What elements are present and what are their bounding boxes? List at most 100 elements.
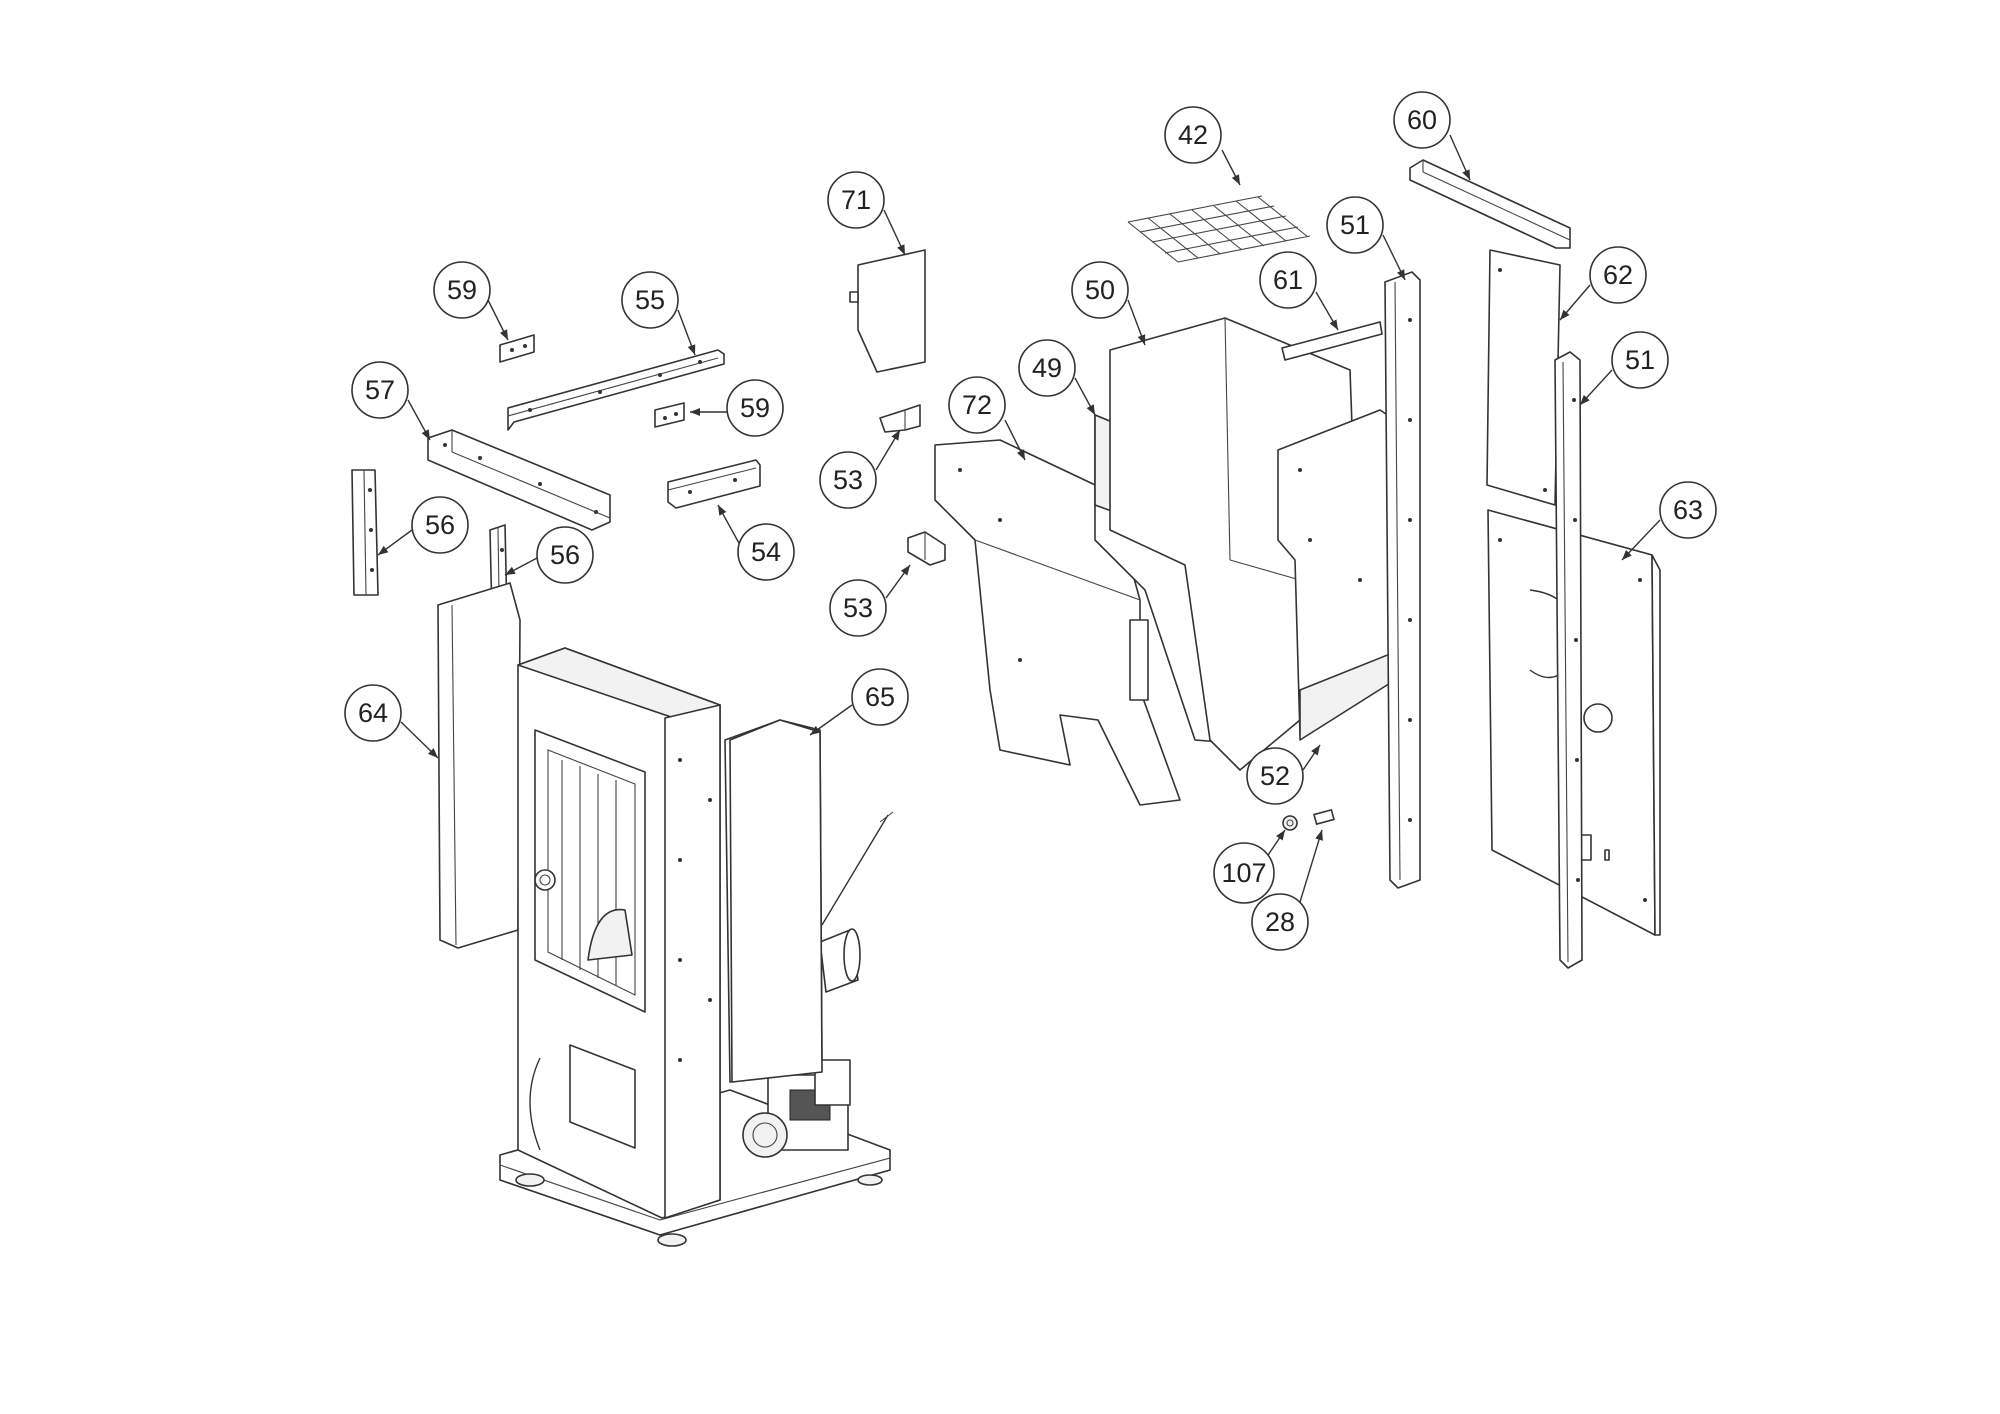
leader-arrowhead <box>1276 830 1285 841</box>
callout-bubble <box>819 451 877 509</box>
callout-number: 53 <box>843 593 873 623</box>
callout-number: 63 <box>1673 495 1703 525</box>
callout-bubble <box>829 579 887 637</box>
callout-number: 59 <box>740 393 770 423</box>
callout-49: 49 <box>1018 339 1096 416</box>
callout-56: 56 <box>377 496 469 556</box>
callout-bubble <box>1589 246 1647 304</box>
leader-arrowhead <box>1622 549 1632 560</box>
callout-60: 60 <box>1393 91 1471 181</box>
leader-arrowhead <box>897 244 905 255</box>
callout-59: 59 <box>433 261 509 341</box>
leader-arrowhead <box>1086 404 1095 415</box>
callout-number: 28 <box>1265 907 1295 937</box>
callout-72: 72 <box>948 376 1026 461</box>
callout-number: 57 <box>365 375 395 405</box>
callout-bubble <box>433 261 491 319</box>
callout-59: 59 <box>690 379 784 437</box>
callout-number: 49 <box>1032 353 1062 383</box>
leader-arrowhead <box>1462 169 1470 180</box>
callout-56: 56 <box>504 526 594 584</box>
callout-number: 65 <box>865 682 895 712</box>
callout-bubble <box>1611 331 1669 389</box>
callout-42: 42 <box>1164 106 1241 186</box>
callout-bubble <box>1259 251 1317 309</box>
leader-arrowhead <box>687 344 696 355</box>
leader-arrowhead <box>891 430 900 441</box>
part-55-rail <box>507 349 725 431</box>
callout-bubble <box>344 684 402 742</box>
callout-63: 63 <box>1621 481 1717 561</box>
callout-51: 51 <box>1326 196 1406 281</box>
callout-65: 65 <box>809 668 909 736</box>
callout-52: 52 <box>1246 744 1321 805</box>
callout-number: 56 <box>550 540 580 570</box>
part-65-side-cover <box>729 719 823 1083</box>
leader-arrowhead <box>900 565 910 576</box>
part-42-grate <box>1127 195 1311 263</box>
leader-arrowhead <box>1329 319 1338 330</box>
callout-number: 50 <box>1085 275 1115 305</box>
callout-71: 71 <box>827 171 906 256</box>
leader-arrowhead <box>1311 745 1320 756</box>
callout-bubble <box>536 526 594 584</box>
callout-number: 61 <box>1273 265 1303 295</box>
callout-bubble <box>1393 91 1451 149</box>
callout-bubble <box>827 171 885 229</box>
part-60-top-rail <box>1409 159 1571 249</box>
callout-number: 60 <box>1407 105 1437 135</box>
part-56-strip-left <box>351 469 379 596</box>
leader-arrowhead <box>428 748 438 758</box>
callout-number: 64 <box>358 698 388 728</box>
callout-50: 50 <box>1071 261 1146 346</box>
part-54-bracket <box>667 459 761 509</box>
callout-number: 42 <box>1178 120 1208 150</box>
callout-number: 52 <box>1260 761 1290 791</box>
callout-bubble <box>1326 196 1384 254</box>
callout-bubble <box>351 361 409 419</box>
callout-53: 53 <box>819 429 901 509</box>
callout-bubble <box>1164 106 1222 164</box>
part-28-screw <box>1313 809 1335 825</box>
callout-bubble <box>1213 842 1275 904</box>
callout-number: 107 <box>1221 858 1266 888</box>
part-62-flat-panel <box>1486 249 1561 506</box>
callout-bubble <box>737 523 795 581</box>
leader-arrowhead <box>1315 830 1323 841</box>
callout-number: 62 <box>1603 260 1633 290</box>
callout-bubble <box>621 271 679 329</box>
leader-arrowhead <box>505 566 516 575</box>
part-53-angle-upper <box>879 404 921 433</box>
leader-arrowhead <box>1016 449 1025 460</box>
leader-arrowhead <box>499 329 508 340</box>
part-51-vertical-rail-center <box>1384 271 1421 889</box>
leader-arrowhead <box>1580 394 1590 405</box>
leader-arrowhead <box>1397 269 1405 280</box>
callout-number: 72 <box>962 390 992 420</box>
callout-bubble <box>948 376 1006 434</box>
part-61-rail <box>1281 321 1383 361</box>
callout-107: 107 <box>1213 829 1286 904</box>
callout-bubble <box>1246 747 1304 805</box>
callout-64: 64 <box>344 684 439 759</box>
stove-body <box>499 647 894 1247</box>
callout-number: 71 <box>841 185 871 215</box>
leader-arrowhead <box>1231 174 1240 185</box>
callout-number: 51 <box>1340 210 1370 240</box>
part-59-bracket-lower <box>654 402 685 428</box>
callout-54: 54 <box>717 504 795 581</box>
callout-bubble <box>851 668 909 726</box>
callout-number: 53 <box>833 465 863 495</box>
callout-55: 55 <box>621 271 696 356</box>
callout-bubble <box>1659 481 1717 539</box>
callout-bubble <box>411 496 469 554</box>
leader-arrowhead <box>1560 309 1570 320</box>
callout-51: 51 <box>1579 331 1669 406</box>
callout-number: 56 <box>425 510 455 540</box>
part-59-bracket-upper <box>499 334 535 363</box>
callout-layer: 42 60 71 51 59 55 50 61 62 57 59 49 51 72 53 56 54 63 56 53… <box>344 91 1717 951</box>
callout-62: 62 <box>1559 246 1647 321</box>
callout-bubble <box>1018 339 1076 397</box>
callout-53: 53 <box>829 564 911 637</box>
